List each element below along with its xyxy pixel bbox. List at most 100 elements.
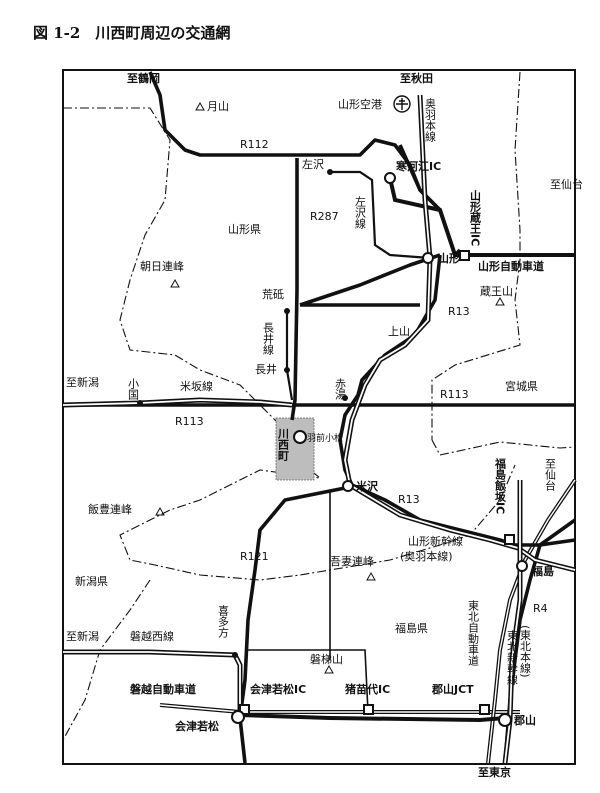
label-to-niigata-1: 至新潟 (66, 375, 99, 389)
label-yonesaka-line: 米坂線 (180, 379, 213, 393)
label-nagai-line: 長井線 (262, 322, 275, 355)
label-kaminoyama: 上山 (388, 325, 410, 338)
label-r113-right: R113 (440, 388, 469, 401)
station-kitakata (232, 652, 238, 658)
mountain-icon (195, 101, 205, 111)
label-tohoku-shinkansen: 東北新幹線 (506, 630, 519, 685)
border-miyagi-fukushima (431, 439, 576, 456)
label-bandai-san: 磐梯山 (310, 652, 343, 666)
label-yamagata-expwy: 山形自動車道 (478, 259, 544, 273)
yonesaka-line-inner (62, 399, 293, 406)
small-stations (137, 169, 348, 658)
road-r287 (290, 158, 299, 421)
label-yamagata: 山形 (438, 251, 460, 265)
node-yonezawa (342, 480, 354, 492)
label-to-sendai-2: 至仙台 (544, 458, 557, 491)
road-r112-east (398, 144, 462, 257)
label-kitakata: 喜多方 (217, 605, 230, 638)
map-frame (62, 69, 576, 765)
station-nagai (284, 367, 290, 373)
label-to-akita: 至秋田 (400, 71, 433, 85)
label-r4: R4 (533, 602, 548, 615)
road-bandai (248, 649, 369, 713)
node-koriyama (498, 713, 512, 727)
sagae-line (330, 170, 431, 260)
border-fukushima-yamagata (119, 439, 516, 581)
label-gassan: 月山 (207, 100, 229, 113)
label-banetsu-expwy: 磐越自動車道 (130, 682, 196, 696)
label-yamagata-pref: 山形県 (228, 223, 261, 236)
label-r113-left: R113 (175, 415, 204, 428)
label-zao-san: 蔵王山 (480, 285, 513, 298)
label-akayu: 赤湯 (334, 378, 347, 401)
label-yamagata-zao-ic: 山形蔵王IC (469, 189, 482, 246)
label-fukushima-iizaka-ic: 福島飯坂IC (494, 457, 508, 514)
label-inawashiro-ic: 猪苗代IC (344, 682, 390, 696)
node-aizu-ic (239, 704, 250, 715)
label-sagae: 左沢 (302, 157, 324, 171)
label-r13-upper: R13 (448, 305, 470, 318)
node-fukushima-iizaka-ic (504, 534, 515, 545)
mountain-icon (366, 571, 376, 581)
mountain-icon (155, 506, 165, 516)
label-r287: R287 (310, 210, 339, 223)
label-r121: R121 (240, 550, 269, 563)
station-araito (284, 308, 290, 314)
station-oguni (137, 400, 143, 406)
label-nagai: 長井 (255, 362, 277, 376)
node-inawashiro-ic (363, 704, 374, 715)
label-to-tokyo: 至東京 (478, 765, 511, 779)
label-sagae-line: 左沢線 (354, 196, 367, 229)
border-yamagata-niigata (63, 107, 301, 441)
label-kawanishi-town: 川西町 (277, 428, 291, 462)
mountain-icon (495, 296, 505, 306)
nodes (231, 172, 528, 727)
label-shinkansen: 山形新幹線 (408, 534, 463, 548)
label-araito: 荒砥 (262, 288, 284, 301)
label-tohoku-expwy: 東北自動車道 (467, 600, 480, 666)
node-hagi (293, 430, 307, 444)
label-iide-range: 飯豊連峰 (88, 502, 132, 516)
label-oguni: 小国 (127, 378, 140, 401)
mountain-icon (170, 278, 180, 288)
label-r13-lower: R13 (398, 493, 420, 506)
mountain-icon (324, 664, 334, 674)
label-miyagi-pref: 宮城県 (505, 379, 538, 393)
node-sagae-ic (384, 172, 396, 184)
mountain-markers (155, 101, 505, 674)
tohoku-expressway-inner (487, 479, 576, 764)
label-tohoku-main-line: (東北本線) (519, 625, 532, 678)
airport-icon (393, 95, 411, 113)
label-aizu-wakamatsu-ic: 会津若松IC (250, 682, 306, 696)
labels: 至鶴岡 至秋田 月山 山形空港 奥羽本線 R112 寒河江IC 左沢 R287 … (66, 71, 583, 779)
label-to-niigata-2: 至新潟 (66, 629, 99, 643)
label-sagae-ic: 寒河江IC (395, 159, 441, 173)
label-aizu-wakamatsu: 会津若松 (175, 719, 219, 733)
label-koriyama: 郡山 (513, 713, 536, 727)
tohoku-main-line-inner (504, 480, 521, 764)
station-akayu (342, 395, 348, 401)
label-fukushima: 福島 (531, 564, 554, 578)
label-fukushima-pref: 福島県 (395, 621, 428, 635)
label-yamagata-airport: 山形空港 (338, 97, 382, 111)
figure-title: 図 1-2 川西町周辺の交通網 (33, 24, 231, 42)
prefecture-borders (62, 71, 576, 741)
label-azuma-range: 吾妻連峰 (330, 554, 374, 568)
label-to-sendai-1: 至仙台 (550, 177, 583, 191)
label-hagi-station: 羽前小松 (307, 432, 343, 444)
label-niigata-pref: 新潟県 (75, 574, 108, 588)
label-asahi-range: 朝日連峰 (140, 259, 184, 273)
node-fukushima (516, 560, 528, 572)
node-aizu-wakamatsu (231, 710, 245, 724)
station-sagae (327, 169, 333, 175)
label-ou-line: 奥羽本線 (424, 97, 437, 142)
label-shinkansen-sub: (奥羽本線) (400, 549, 453, 563)
label-yonezawa: 米沢 (355, 479, 379, 493)
kawanishi-town-area (275, 417, 315, 481)
label-to-tsuruoka: 至鶴岡 (127, 71, 160, 85)
label-r112: R112 (240, 138, 269, 151)
banetsu-line-east (239, 713, 506, 723)
node-koriyama-jct (479, 704, 490, 715)
label-koriyama-jct: 郡山JCT (431, 682, 474, 696)
